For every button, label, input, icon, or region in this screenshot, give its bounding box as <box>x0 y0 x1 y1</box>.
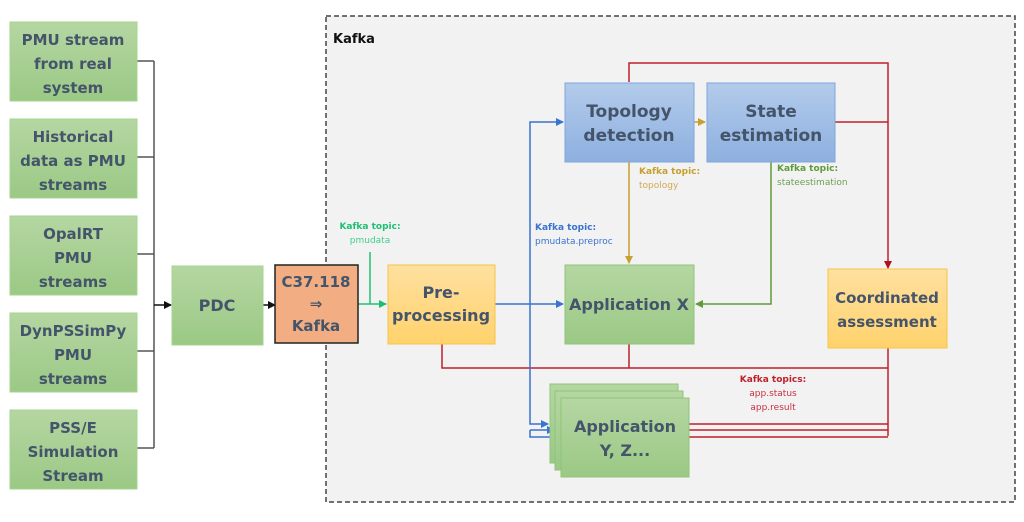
svg-text:topology: topology <box>639 181 679 191</box>
pdc-box[interactable]: PDC <box>171 265 264 346</box>
source-box-bg <box>9 409 138 490</box>
source-box-bg <box>9 215 138 296</box>
label-line: State <box>745 102 797 122</box>
state-estimation-label: State estimation <box>720 102 823 146</box>
stateestimation-line <box>695 162 772 308</box>
label-line: Stream <box>42 467 103 485</box>
source-label: Historical data as PMU streams <box>20 128 126 194</box>
topic-label-pmudata: Kafka topic: pmudata <box>339 222 400 246</box>
label-line: Y, Z... <box>599 441 650 460</box>
label-line: Coordinated <box>835 289 939 307</box>
svg-text:Kafka topics:: Kafka topics: <box>740 375 806 385</box>
coordinated-assessment-label: Coordinated assessment <box>835 289 939 331</box>
label-line: system <box>43 79 104 97</box>
source-label: PMU stream from real system <box>22 31 125 97</box>
preproc-lines <box>495 118 564 441</box>
label-line: PSS/E <box>49 419 97 437</box>
label-line: estimation <box>720 126 823 146</box>
topic-label-app: Kafka topics: app.status app.result <box>740 375 806 413</box>
preprocessing-label: Pre-processing <box>392 283 490 325</box>
source-label: OpalRT PMU streams <box>39 225 107 291</box>
svg-text:Kafka topic:: Kafka topic: <box>777 164 838 174</box>
application-x-box[interactable]: Application X <box>564 264 695 345</box>
svg-text:Kafka topic:: Kafka topic: <box>639 167 700 177</box>
kafka-region-title: Kafka <box>333 32 375 47</box>
label-line: DynPSSimPy <box>20 322 127 340</box>
result-lines <box>441 62 892 438</box>
svg-text:Kafka topic:: Kafka topic: <box>339 222 400 232</box>
label-line: data as PMU <box>20 152 126 170</box>
label-line: OpalRT <box>43 225 104 243</box>
source-box-bg <box>9 21 138 102</box>
application-x-label: Application X <box>569 295 690 314</box>
label-line: streams <box>39 176 107 194</box>
label-line: Historical <box>33 128 114 146</box>
label-line: Pre- <box>422 283 459 302</box>
state-estimation-box[interactable]: State estimation <box>706 82 836 163</box>
pmudata-arrow <box>358 252 387 308</box>
label-line: streams <box>39 370 107 388</box>
topic-label-stateestimation: Kafka topic: stateestimation <box>777 164 848 188</box>
label-line: from real <box>34 55 112 73</box>
source-box-bg <box>9 118 138 199</box>
topology-detection-label: Topology detection <box>583 102 674 146</box>
svg-text:app.status: app.status <box>749 389 797 399</box>
topology-detection-box[interactable]: Topology detection <box>564 82 695 163</box>
label-line: streams <box>39 273 107 291</box>
label-line: C37.118 <box>282 273 351 291</box>
label-line: Application <box>574 417 676 436</box>
label-line: Kafka <box>292 317 340 335</box>
source-connectors <box>137 60 155 449</box>
source-box[interactable]: OpalRT PMU streams <box>9 215 138 296</box>
pdc-label: PDC <box>199 296 236 315</box>
label-line: Simulation <box>28 443 119 461</box>
svg-text:stateestimation: stateestimation <box>777 178 848 188</box>
topic-label-preproc: Kafka topic: pmudata.preproc <box>535 223 613 247</box>
topic-label-topology: Kafka topic: topology <box>639 167 700 191</box>
application-yz-stack[interactable]: Application Y, Z... <box>549 383 690 478</box>
svg-text:pmudata: pmudata <box>350 236 390 246</box>
svg-text:pmudata.preproc: pmudata.preproc <box>535 237 613 247</box>
source-box[interactable]: Historical data as PMU streams <box>9 118 138 199</box>
converter-label: C37.118 ⇒ Kafka <box>282 273 351 335</box>
label-line: Topology <box>586 102 672 122</box>
label-line: Application X <box>569 295 690 314</box>
topology-lines <box>625 118 706 264</box>
label-line: processing <box>392 306 490 325</box>
label-line: ⇒ <box>310 295 323 313</box>
label-line: PMU <box>54 346 92 364</box>
label-line: PDC <box>199 296 236 315</box>
label-line: assessment <box>837 313 937 331</box>
svg-text:app.result: app.result <box>750 403 796 413</box>
coordinated-assessment-box[interactable]: Coordinated assessment <box>827 268 948 349</box>
svg-text:Kafka topic:: Kafka topic: <box>535 223 596 233</box>
converter-box[interactable]: C37.118 ⇒ Kafka <box>274 264 359 344</box>
label-line: PMU stream <box>22 31 125 49</box>
application-yz-label: Application Y, Z... <box>574 417 676 460</box>
label-line: detection <box>583 126 674 146</box>
source-box-bg <box>9 312 138 393</box>
preprocessing-box[interactable]: Pre-processing <box>387 264 496 345</box>
source-box[interactable]: PMU stream from real system <box>9 21 138 102</box>
label-line: PMU <box>54 249 92 267</box>
